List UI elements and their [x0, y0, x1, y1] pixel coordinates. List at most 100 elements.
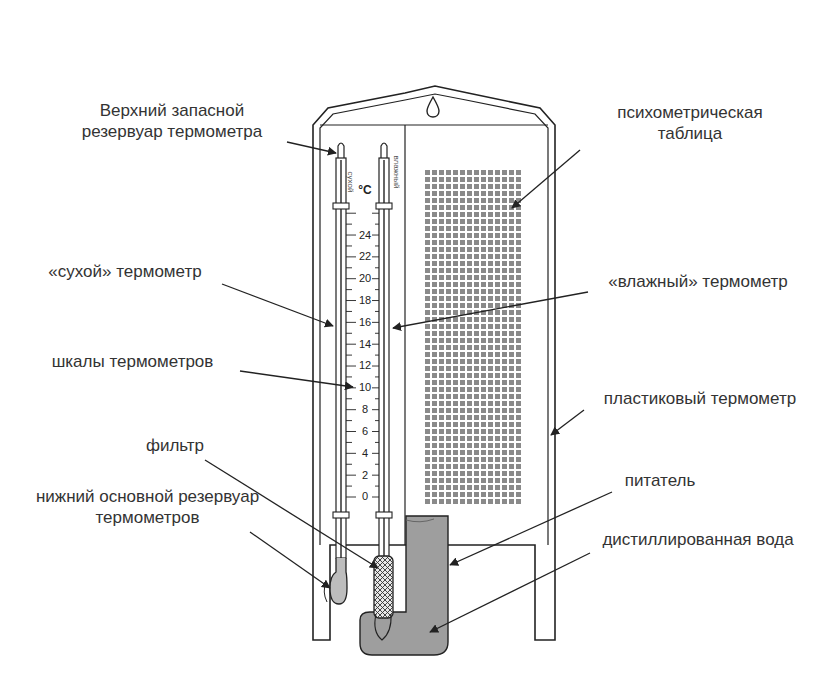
leader-lines — [205, 142, 612, 632]
scale-tick — [372, 344, 379, 345]
scale-number: 10 — [354, 381, 376, 394]
scale-tick — [346, 224, 352, 225]
callout-label: «влажный» термометр — [582, 271, 814, 292]
scale-tick — [372, 235, 379, 236]
scale-tick — [372, 366, 379, 367]
scale-tick — [346, 398, 352, 399]
callout-label: фильтр — [120, 435, 230, 456]
scale-number: 2 — [354, 469, 376, 482]
scale-tick — [346, 464, 352, 465]
scale-tick — [346, 497, 356, 498]
housing-inner — [320, 94, 548, 545]
scale-tick — [375, 311, 379, 312]
scale-tick — [346, 311, 352, 312]
scale-tick — [372, 213, 379, 214]
scale-tick — [372, 322, 379, 323]
callout-label: шкалы термометров — [20, 351, 245, 372]
scale-number: 22 — [354, 250, 376, 263]
scale-tick — [346, 278, 356, 279]
scale-tick — [346, 289, 352, 290]
unit-label: °C — [354, 184, 376, 197]
scale-tick — [375, 376, 379, 377]
scale-tick — [372, 300, 379, 301]
scale-tick — [375, 245, 379, 246]
scale-tick — [372, 256, 379, 257]
callout-label: питатель — [600, 470, 720, 491]
scale-tick — [346, 245, 352, 246]
scale-ticks — [346, 213, 379, 497]
scale-tick — [346, 344, 356, 345]
psychrometric-table — [425, 170, 521, 506]
scale-tick — [375, 486, 379, 487]
scale-tick — [346, 322, 356, 323]
scale-tick — [346, 486, 352, 487]
scale-caption: сухой — [346, 172, 355, 193]
leader-line — [551, 410, 584, 435]
divider — [320, 124, 548, 125]
scale-number: 24 — [354, 229, 376, 242]
scale-tick — [346, 256, 356, 257]
scale-number: 12 — [354, 359, 376, 372]
divider — [404, 125, 405, 545]
scale-tick — [346, 431, 356, 432]
dry-thermometer — [324, 143, 349, 604]
wet-thermometer — [376, 143, 392, 560]
leader-line — [240, 371, 353, 387]
scale-tick — [346, 409, 356, 410]
scale-tick — [372, 431, 379, 432]
callout-label: психометрическая таблица — [590, 102, 790, 144]
scale-caption: влажный — [392, 155, 401, 188]
scale-tick — [375, 289, 379, 290]
scale-tick — [372, 409, 379, 410]
leader-line — [393, 292, 588, 328]
leader-line — [222, 284, 333, 326]
hanger-hole — [427, 97, 439, 117]
scale-tick — [346, 267, 352, 268]
filter — [374, 556, 393, 618]
filter-mesh — [374, 556, 393, 618]
leader-line — [512, 150, 580, 208]
scale-tick — [346, 213, 356, 214]
scale-tick — [346, 355, 352, 356]
scale-number: 16 — [354, 316, 376, 329]
scale-tick — [346, 420, 352, 421]
scale-tick — [372, 497, 379, 498]
scale-number: 20 — [354, 272, 376, 285]
callout-label: дистиллированная вода — [582, 529, 814, 550]
callout-label: Верхний запасной резервуар термометра — [58, 100, 286, 142]
scale-number: 6 — [354, 425, 376, 438]
scale-tick — [346, 366, 356, 367]
scale-number: 4 — [354, 447, 376, 460]
scale-tick — [375, 355, 379, 356]
callout-label: «сухой» термометр — [25, 261, 225, 282]
scale-tick — [375, 420, 379, 421]
scale-tick — [372, 453, 379, 454]
water-container — [360, 516, 448, 655]
scale-tick — [375, 442, 379, 443]
scale-tick — [346, 387, 356, 388]
leader-line — [250, 532, 330, 588]
scale-tick — [346, 376, 352, 377]
leader-line — [287, 142, 336, 153]
scale-tick — [346, 235, 356, 236]
scale-tick — [375, 464, 379, 465]
scale-tick — [375, 224, 379, 225]
leader-line — [430, 553, 590, 632]
scale-tick — [346, 300, 356, 301]
scale-number: 14 — [354, 338, 376, 351]
scale-tick — [375, 398, 379, 399]
scale-tick — [372, 475, 379, 476]
scale-tick — [346, 333, 352, 334]
leader-line — [205, 460, 378, 568]
scale-tick — [375, 267, 379, 268]
scale-tick — [375, 333, 379, 334]
callout-label: пластиковый термометр — [580, 388, 820, 409]
scale-number: 18 — [354, 294, 376, 307]
scale-tick — [372, 387, 379, 388]
scale-tick — [346, 442, 352, 443]
scale-tick — [346, 475, 356, 476]
scale-number: 0 — [354, 490, 376, 503]
scale-number: 8 — [354, 403, 376, 416]
scale-tick — [346, 453, 356, 454]
